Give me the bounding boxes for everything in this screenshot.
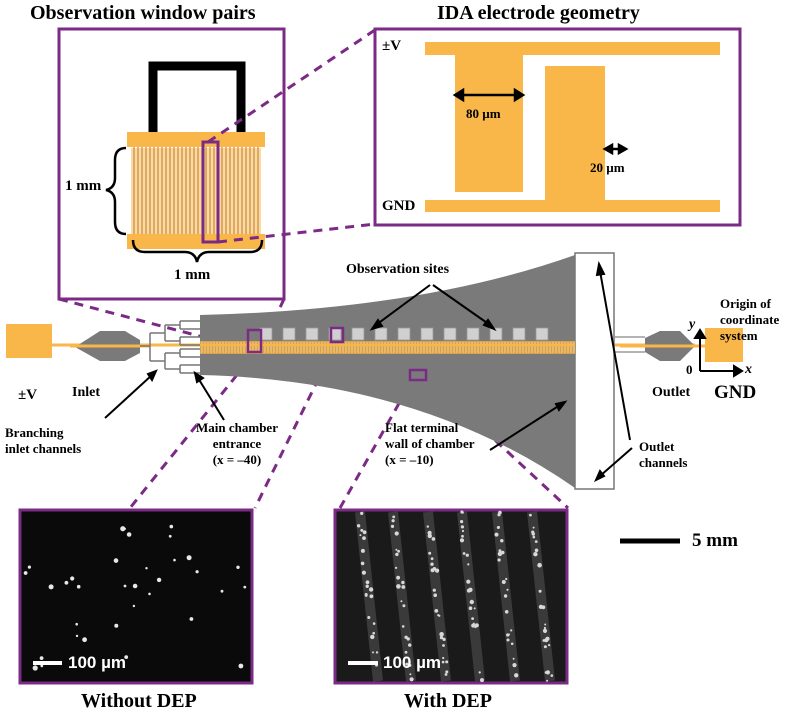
left-micro-scale: 100 µm xyxy=(68,653,126,672)
device xyxy=(6,252,744,490)
outlet-channels-label: Outlet channels xyxy=(639,439,688,470)
left-pad-label: ±V xyxy=(18,387,38,403)
ida-top-label: ±V xyxy=(382,38,402,54)
observation-sites-label: Observation sites xyxy=(346,262,450,277)
origin-label: Origin of coordinate system xyxy=(720,296,780,343)
dim-vertical-label: 1 mm xyxy=(65,178,102,194)
annotation-arrows xyxy=(104,260,633,483)
axis-x-label: x xyxy=(745,362,752,377)
observation-window-title: Observation window pairs xyxy=(30,2,256,24)
axis-y-label: y xyxy=(689,317,696,332)
branching-label: Branching inlet channels xyxy=(5,425,82,456)
micrograph-right xyxy=(333,508,569,685)
with-dep-caption: With DEP xyxy=(404,690,492,712)
gnd-label: GND xyxy=(714,382,757,403)
observation-window-panel xyxy=(57,27,286,301)
ida-title: IDA electrode geometry xyxy=(437,2,640,24)
gap-width-label: 20 µm xyxy=(590,160,625,175)
without-dep-caption: Without DEP xyxy=(81,690,197,712)
finger-width-label: 80 µm xyxy=(466,106,501,121)
ida-panel xyxy=(373,27,742,227)
right-micro-scale: 100 µm xyxy=(383,653,441,672)
outlet-label: Outlet xyxy=(652,385,691,400)
ida-bottom-label: GND xyxy=(382,198,416,214)
micrograph-left xyxy=(18,508,254,685)
inlet-label: Inlet xyxy=(72,385,100,400)
scale-bar-label: 5 mm xyxy=(692,530,738,551)
dim-horizontal-label: 1 mm xyxy=(174,267,211,283)
origin-zero-label: 0 xyxy=(686,362,693,377)
entrance-label: Main chamber entrance (x = –40) xyxy=(196,420,278,467)
terminal-wall-label: Flat terminal wall of chamber (x = –10) xyxy=(385,420,475,467)
